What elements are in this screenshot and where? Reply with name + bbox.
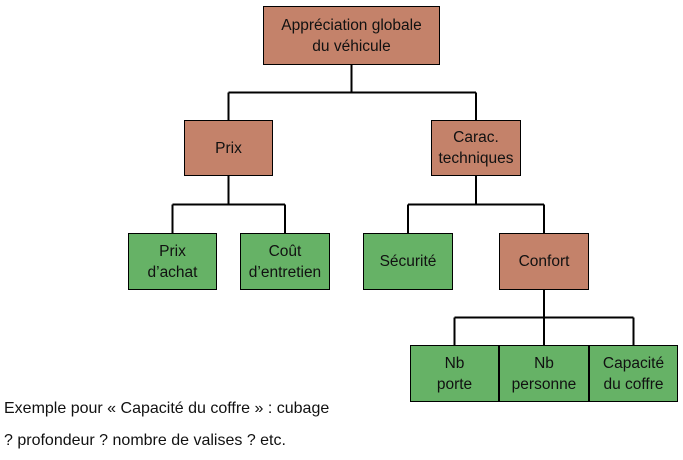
node-root: Appréciation globale du véhicule (263, 6, 440, 65)
node-capacite-coffre: Capacité du coffre (589, 345, 678, 402)
node-nb-porte: Nb porte (410, 345, 499, 402)
caption-line-1: Exemple pour « Capacité du coffre » : cu… (4, 400, 330, 417)
node-securite: Sécurité (363, 233, 453, 290)
node-carac-techniques: Carac. techniques (431, 120, 521, 176)
node-prix: Prix (184, 120, 273, 176)
node-nb-personne: Nb personne (499, 345, 589, 402)
node-cout-entretien: Coût d’entretien (240, 233, 330, 290)
caption-line-2: ? profondeur ? nombre de valises ? etc. (4, 432, 286, 449)
node-prix-achat: Prix d’achat (128, 233, 217, 290)
node-confort: Confort (499, 233, 589, 290)
